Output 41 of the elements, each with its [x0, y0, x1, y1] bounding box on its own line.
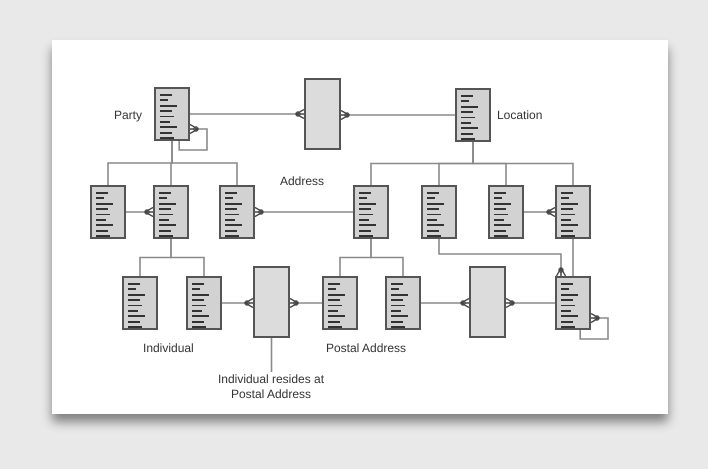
- connector-line: [370, 239, 404, 276]
- entity-table: [322, 276, 358, 330]
- relationship-box: [304, 78, 341, 150]
- relationship-box: [469, 266, 506, 338]
- connector-line: [178, 124, 208, 151]
- entity-table: [353, 185, 389, 239]
- entity-label: Address: [280, 173, 324, 190]
- connector-line: [340, 110, 455, 120]
- entity-table: [154, 87, 190, 141]
- relationship-box: [253, 266, 290, 338]
- connector-line: [190, 108, 305, 120]
- entity-table: [385, 276, 421, 330]
- entity-label: Location: [497, 107, 542, 124]
- entity-table: [488, 185, 524, 239]
- connector-line: [171, 141, 238, 185]
- entity-table: [421, 185, 457, 239]
- entity-table: [555, 276, 591, 330]
- connector-line: [289, 298, 322, 308]
- entity-table: [90, 185, 126, 239]
- entity-label: Postal Address: [326, 340, 406, 357]
- connector-line: [438, 239, 566, 277]
- connector-line: [222, 298, 254, 308]
- entity-table: [555, 185, 591, 239]
- connector-line: [524, 206, 556, 218]
- connector-line: [572, 239, 574, 276]
- entity-table: [186, 276, 222, 330]
- entity-label: Individual: [143, 340, 194, 357]
- connector-line: [505, 298, 555, 308]
- leader-line: [270, 338, 272, 372]
- connector-line: [170, 239, 205, 276]
- entity-table: [219, 185, 255, 239]
- connector-line: [126, 206, 154, 218]
- connector-line: [421, 298, 470, 308]
- entity-label: Party: [114, 107, 142, 124]
- entity-table: [122, 276, 158, 330]
- relationship-label: Individual resides at Postal Address: [216, 372, 326, 402]
- entity-table: [455, 88, 491, 142]
- connector-line: [472, 142, 574, 185]
- connector-line: [254, 206, 353, 218]
- entity-table: [153, 185, 189, 239]
- connector-line: [579, 312, 609, 340]
